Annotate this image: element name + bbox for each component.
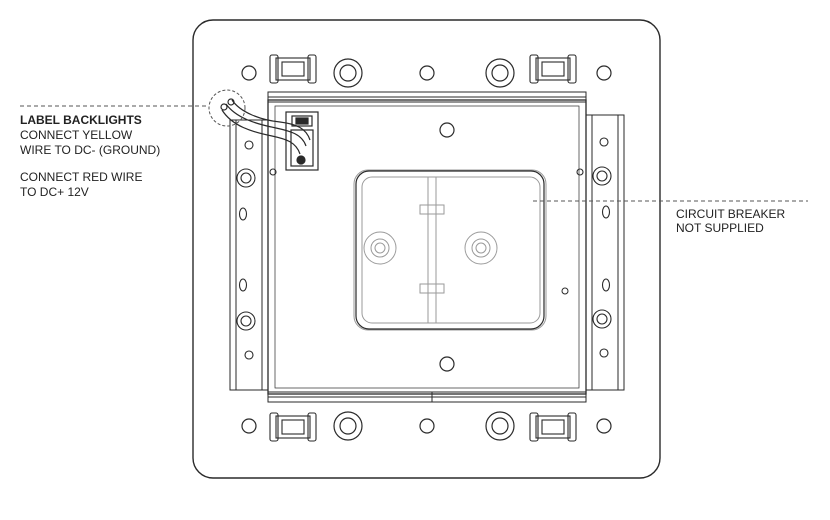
mounting-clip-icon — [529, 54, 577, 84]
backlight-callout-circle — [208, 89, 246, 127]
mounting-clip-icon — [269, 54, 317, 84]
breaker-note-line2: NOT SUPPLIED — [676, 221, 764, 235]
screw-hole-icon — [599, 348, 609, 358]
circuit-breaker-outline — [353, 169, 547, 331]
right-rail — [585, 114, 625, 391]
red-wire-instruction-line1: CONNECT RED WIRE — [20, 170, 143, 184]
screw-hole-icon — [419, 418, 435, 434]
mount-boss — [592, 166, 612, 186]
screw-hole-icon — [419, 65, 435, 81]
backlight-wires — [220, 98, 311, 155]
screw-hole-icon — [599, 137, 609, 147]
top-mount-strip — [267, 91, 587, 103]
mounting-clip-icon — [269, 412, 317, 442]
mount-boss — [485, 411, 515, 441]
backlight-heading: LABEL BACKLIGHTS — [20, 113, 142, 127]
slot-hole — [238, 278, 248, 292]
slot-hole — [601, 205, 611, 219]
left-rail — [229, 119, 269, 391]
mount-boss — [485, 58, 515, 88]
mounting-clip-icon — [529, 412, 577, 442]
outer-backplate — [192, 19, 661, 479]
screw-hole-icon — [244, 350, 254, 360]
slot-hole — [601, 278, 611, 292]
module-body — [267, 99, 587, 395]
screw-hole-icon — [561, 287, 569, 295]
red-wire-instruction-line2: TO DC+ 12V — [20, 185, 89, 199]
mount-boss — [592, 309, 612, 329]
backlight-instruction-line2: WIRE TO DC- (GROUND) — [20, 143, 161, 157]
screw-hole-icon — [439, 122, 455, 138]
mount-boss — [333, 411, 363, 441]
screw-hole-icon — [241, 65, 257, 81]
backlight-instruction-line1: CONNECT YELLOW — [20, 128, 133, 142]
screw-hole-icon — [596, 65, 612, 81]
breaker-note-line1: CIRCUIT BREAKER — [676, 207, 786, 221]
bottom-mount-strip — [267, 391, 587, 403]
screw-hole-icon — [439, 356, 455, 372]
screw-hole-icon — [244, 140, 254, 150]
screw-hole-icon — [596, 418, 612, 434]
terminal-block — [285, 111, 319, 171]
screw-hole-icon — [241, 418, 257, 434]
slot-hole — [238, 207, 248, 221]
mount-boss — [236, 168, 256, 188]
mount-boss — [333, 58, 363, 88]
mount-boss — [236, 311, 256, 331]
